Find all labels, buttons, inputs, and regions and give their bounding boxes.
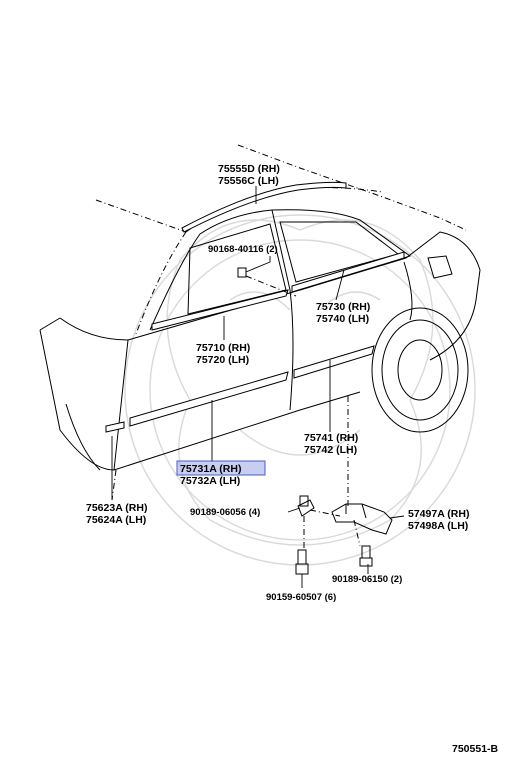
bolt-clip-top [237, 267, 297, 297]
hardware [111, 267, 393, 575]
label-bracket-2: 57498A (LH) [408, 520, 468, 532]
leader-lines [111, 186, 405, 588]
car-roof-outline [95, 144, 467, 335]
clip-90189-06150 [359, 545, 373, 567]
rear-door-belt-molding [291, 251, 405, 293]
roof-molding [181, 181, 347, 233]
moldings [105, 181, 405, 433]
label-clip-a: 90189-06056 (4) [190, 507, 260, 518]
label-rear-door-belt-1: 75730 (RH) [316, 301, 370, 313]
label-front-door-side-1: 75731A (RH) [180, 463, 241, 475]
diagram-id: 750551-B [452, 743, 499, 755]
label-front-door-belt-2: 75720 (LH) [196, 354, 249, 366]
watermark-emblem [124, 214, 476, 566]
label-fender-molding-2: 75624A (LH) [86, 514, 146, 526]
label-rear-door-side-1: 75741 (RH) [304, 432, 358, 444]
label-front-door-belt-1: 75710 (RH) [196, 342, 250, 354]
label-front-door-side-2: 75732A (LH) [180, 475, 240, 487]
label-roof-molding-1: 75555D (RH) [218, 163, 280, 175]
bracket-57497A [331, 503, 393, 535]
label-clip-b: 90189-06150 (2) [332, 574, 402, 585]
clip-90189-06056 [297, 495, 315, 517]
clip-90159-60507 [295, 549, 309, 575]
label-fender-molding-1: 75623A (RH) [86, 502, 147, 514]
rear-door-side-molding [293, 345, 375, 379]
part-highlight [176, 460, 266, 476]
label-bracket-1: 57497A (RH) [408, 508, 469, 520]
label-clip-c: 90159-60507 (6) [266, 592, 336, 603]
label-rear-door-belt-2: 75740 (LH) [316, 313, 369, 325]
fender-molding [105, 421, 125, 433]
label-roof-molding-2: 75556C (LH) [218, 175, 279, 187]
label-clip-bolt: 90168-40116 (2) [208, 244, 278, 255]
label-rear-door-side-2: 75742 (LH) [304, 444, 357, 456]
front-door-belt-molding [151, 289, 289, 331]
part-labels: 75555D (RH) 75556C (LH) 90168-40116 (2) … [86, 163, 499, 755]
rear-wheel [371, 307, 469, 433]
front-door-side-molding [129, 371, 289, 427]
